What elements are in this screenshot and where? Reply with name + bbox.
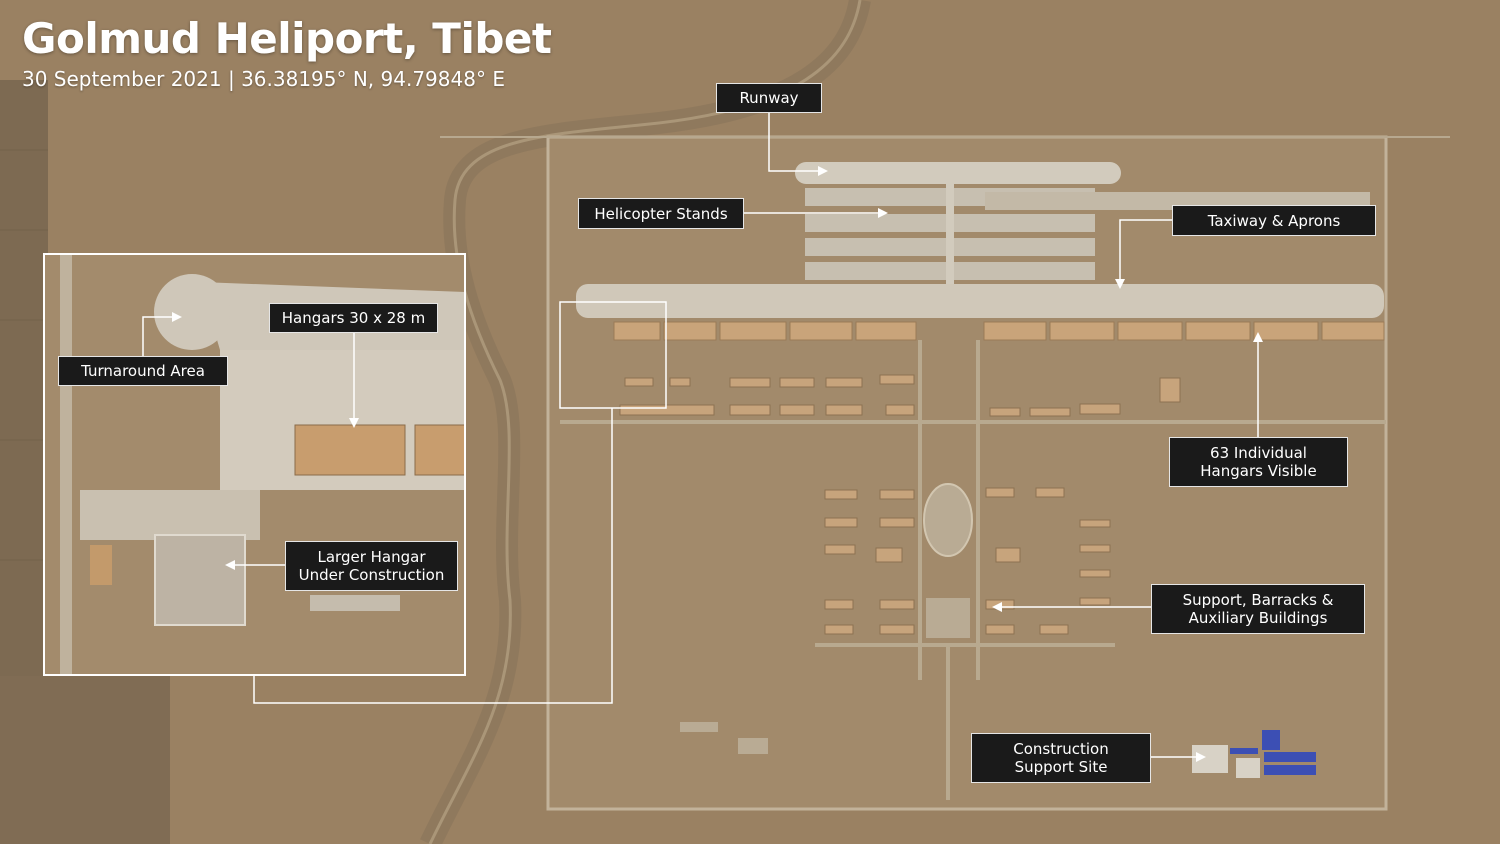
- hangar-size-label: Hangars 30 x 28 m: [269, 303, 438, 333]
- parade-ground: [923, 483, 973, 557]
- hangar-inset-outline: [559, 301, 667, 409]
- construction-compound: [680, 722, 768, 754]
- hangar-row: [613, 321, 1385, 341]
- internal-roads: [560, 340, 1386, 800]
- inset-connector: [253, 408, 613, 704]
- taxiway-aprons-label: Taxiway & Aprons: [1172, 205, 1376, 236]
- construction-site: [1230, 730, 1316, 775]
- support-buildings-label: Support, Barracks &Auxiliary Buildings: [1151, 584, 1365, 634]
- runway-label: Runway: [716, 83, 822, 113]
- map-subtitle: 30 September 2021 | 36.38195° N, 94.7984…: [22, 67, 505, 91]
- map-title: Golmud Heliport, Tibet: [22, 14, 552, 63]
- runway-surface: [795, 162, 1121, 184]
- farmland-bottom-left: [0, 676, 170, 844]
- support-buildings: [619, 374, 1181, 635]
- leader-lines: [142, 112, 1259, 758]
- arrow-heads: [172, 166, 1263, 762]
- turnaround-area-label: Turnaround Area: [58, 356, 228, 386]
- taxiway-apron: [576, 284, 1384, 318]
- helicopter-stands-label: Helicopter Stands: [578, 198, 744, 229]
